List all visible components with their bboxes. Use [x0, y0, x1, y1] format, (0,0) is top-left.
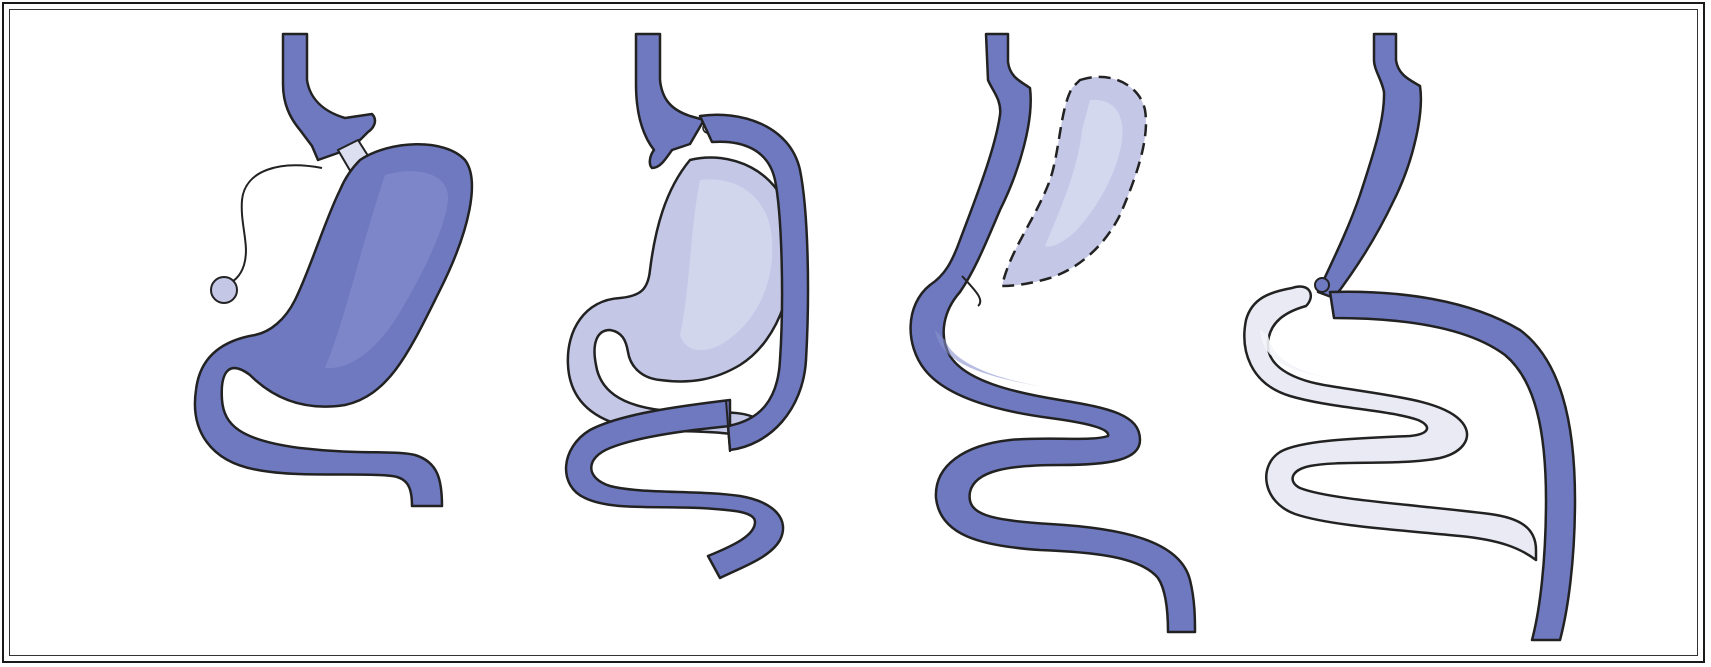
esophagus-2 — [636, 34, 704, 168]
esophagus-1 — [283, 34, 375, 160]
panel-adjustable-gastric-band — [195, 34, 472, 506]
esophagus-4 — [1318, 34, 1421, 298]
band-port-icon — [211, 277, 237, 303]
panel-biliopancreatic-diversion — [1244, 34, 1575, 640]
panel-sleeve-gastrectomy — [911, 34, 1195, 632]
anastomosis-dot-4 — [1315, 278, 1329, 292]
panel-roux-en-y-gastric-bypass — [566, 34, 808, 578]
sleeve-and-intestine-3 — [911, 34, 1195, 632]
alimentary-limb-4 — [1330, 292, 1575, 640]
band-tube — [228, 165, 322, 284]
